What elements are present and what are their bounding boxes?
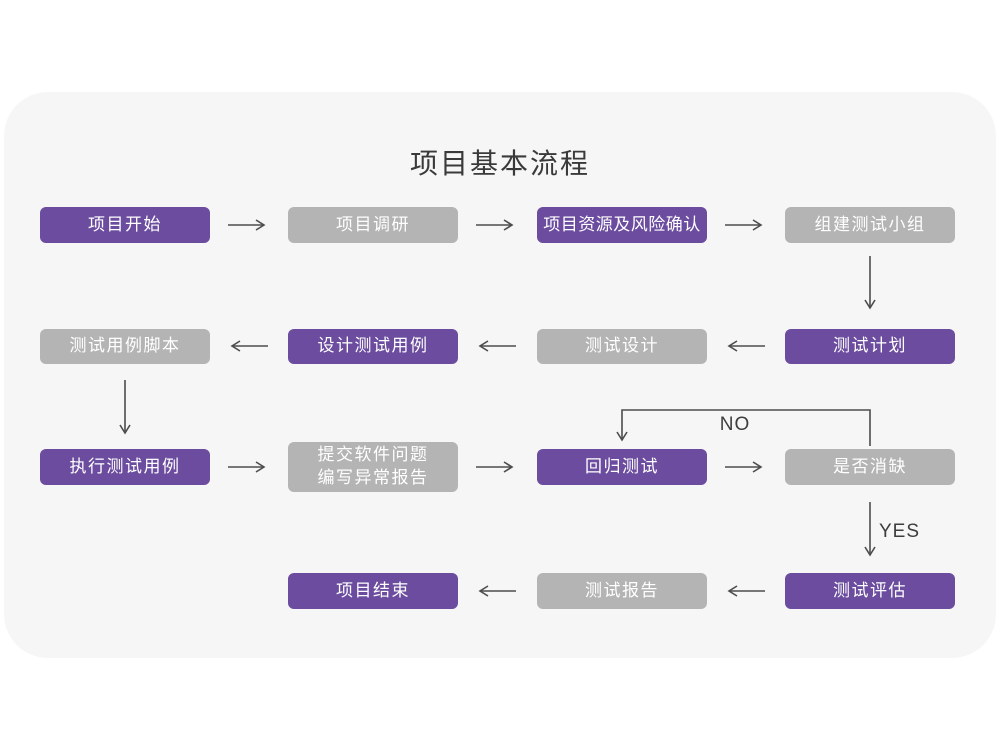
node-defect-resolved: 是否消缺: [785, 449, 955, 485]
node-design-test-cases: 设计测试用例: [288, 329, 458, 364]
node-test-case-scripts: 测试用例脚本: [40, 329, 210, 364]
node-regression-test: 回归测试: [537, 449, 707, 485]
yes-branch-label: YES: [879, 521, 921, 542]
node-test-design: 测试设计: [537, 329, 707, 364]
node-project-research: 项目调研: [288, 207, 458, 243]
flowchart-card: [4, 92, 996, 658]
page-title: 项目基本流程: [409, 148, 590, 179]
node-test-evaluation: 测试评估: [785, 573, 955, 609]
node-build-test-team: 组建测试小组: [785, 207, 955, 243]
node-submit-issue-report: 提交软件问题 编写异常报告: [288, 442, 458, 492]
node-project-end: 项目结束: [288, 573, 458, 609]
no-branch-label: NO: [719, 414, 751, 435]
node-test-plan: 测试计划: [785, 329, 955, 364]
node-resources-risk: 项目资源及风险确认: [537, 207, 707, 243]
node-execute-test-cases: 执行测试用例: [40, 449, 210, 485]
node-test-report: 测试报告: [537, 573, 707, 609]
node-project-start: 项目开始: [40, 207, 210, 243]
